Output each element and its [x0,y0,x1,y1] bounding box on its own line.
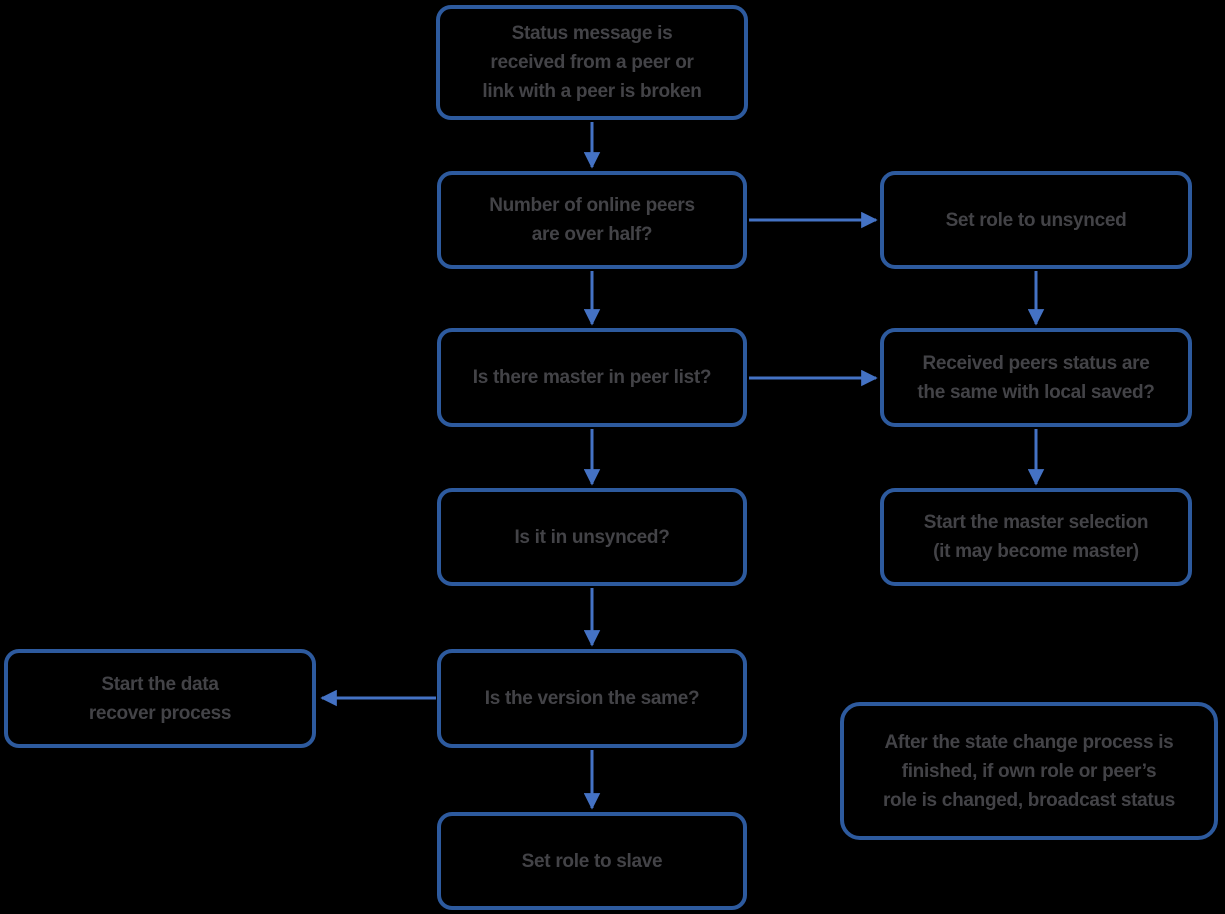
flow-node-broadcast-note: After the state change process is finish… [840,702,1218,840]
flow-node-is-it-unsynced: Is it in unsynced? [437,488,747,586]
flow-node-label: Is there master in peer list? [472,367,712,388]
flow-node-received-status-same: Received peers status are the same with … [880,328,1192,427]
flow-node-status-message: Status message is received from a peer o… [436,5,748,120]
flow-node-label: Set role to unsynced [945,209,1127,231]
flow-node-label: Number of online peers are over half? [489,195,695,245]
flow-node-set-role-slave: Set role to slave [437,812,747,910]
flow-node-label: Set role to slave [521,850,663,872]
flow-node-label: Start the master selection (it may becom… [923,512,1149,562]
flow-node-label: Received peers status are the same with … [917,352,1155,403]
flow-node-label: Status message is received from a peer o… [482,23,702,102]
flow-node-online-peers-over-half: Number of online peers are over half? [437,171,747,269]
flow-node-label: Is the version the same? [484,688,700,709]
flow-node-label: Is it in unsynced? [514,526,670,548]
flow-node-set-role-unsynced: Set role to unsynced [880,171,1192,269]
flow-node-label: Start the data recover process [88,673,232,724]
flow-node-master-in-peer-list: Is there master in peer list? [437,328,747,427]
flow-node-label: After the state change process is finish… [882,731,1176,811]
flow-node-start-data-recover: Start the data recover process [4,649,316,748]
flow-node-version-same: Is the version the same? [437,649,747,748]
flow-node-start-master-selection: Start the master selection (it may becom… [880,488,1192,586]
